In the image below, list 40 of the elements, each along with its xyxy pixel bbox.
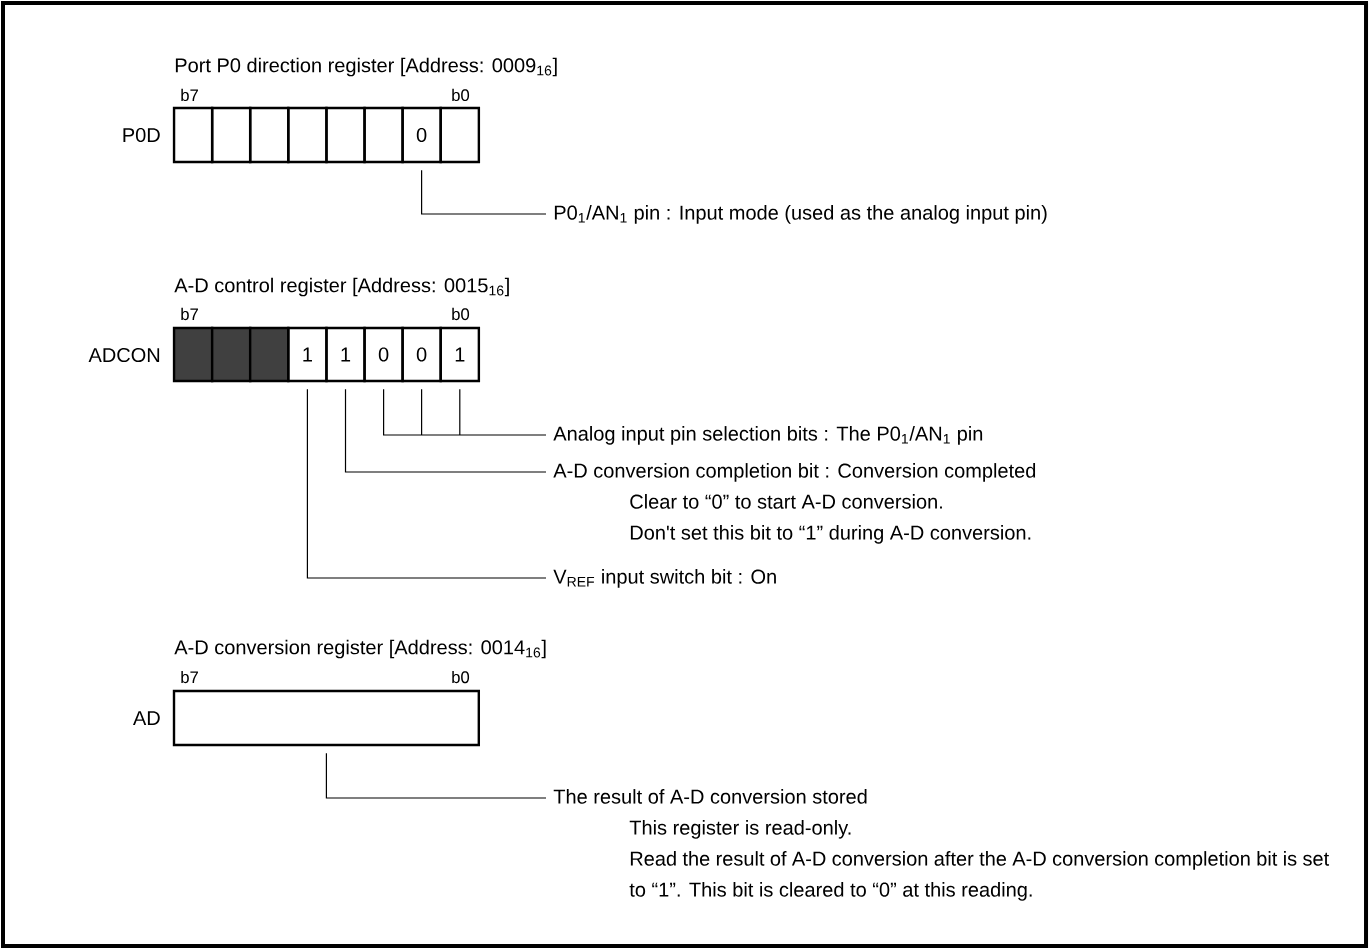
- bit-cell: [172, 326, 214, 383]
- leader-line: [325, 752, 547, 799]
- bit-cell: [287, 106, 328, 164]
- bit-cell: 0: [401, 326, 442, 383]
- register-title: A-D control register [Address: 0015$_{16}$]: [174, 277, 509, 297]
- note-text: Don't set this bit to “1” during A-D conversion.: [630, 525, 1031, 544]
- bit-cell: 0: [363, 326, 404, 383]
- bit-cell: 1: [287, 326, 328, 383]
- leader-line: [344, 388, 547, 473]
- bit-cell: [248, 106, 290, 164]
- register-title: A-D conversion register [Address: 0014$_{16}$]: [174, 639, 546, 659]
- leader-line: [306, 388, 547, 579]
- register-name: ADCON: [88, 347, 160, 363]
- bit-cell: [439, 106, 481, 164]
- note-text: This register is read-only.: [629, 820, 851, 839]
- bit-cell: [210, 326, 252, 383]
- bit-label: b0: [452, 88, 470, 102]
- bit-cell: 1: [439, 326, 481, 383]
- annotation-text: Analog input pin selection bits : The P0$_{1}$/AN$_{1}$ pin: [553, 426, 983, 445]
- bit-cell: [210, 106, 252, 164]
- register-name: P0D: [123, 127, 160, 143]
- bit-label: b7: [181, 88, 198, 102]
- bit-cell: [248, 326, 290, 383]
- note-text: Read the result of A-D conversion after the A-D conversion completion bit is set to “1”. This bit is cleared to “0” at this reading.: [629, 851, 1330, 901]
- bit-cell: 1: [325, 326, 366, 383]
- leader-line: [421, 169, 547, 215]
- register-title: Port P0 direction register [Address: 0009$_{16}$]: [175, 57, 557, 77]
- bit-label: b0: [452, 307, 470, 321]
- bit-cell: [325, 106, 366, 164]
- note-text: Clear to “0” to start A-D conversion.: [630, 494, 942, 509]
- register-box: [172, 689, 480, 747]
- annotation-text: The result of A-D conversion stored: [553, 789, 867, 804]
- leader-line: [383, 388, 547, 436]
- annotation-text: P0$_{1}$/AN$_{1}$ pin : Input mode (used as the analog input pin): [554, 205, 1047, 224]
- bit-label: b7: [181, 307, 198, 321]
- annotation-text: V$_{REF}$ input switch bit : On: [553, 569, 776, 588]
- bit-cell: [172, 106, 214, 164]
- annotation-text: A-D conversion completion bit : Conversion completed: [553, 463, 1036, 482]
- bit-cell: [363, 106, 404, 164]
- bit-cell: 0: [401, 106, 442, 164]
